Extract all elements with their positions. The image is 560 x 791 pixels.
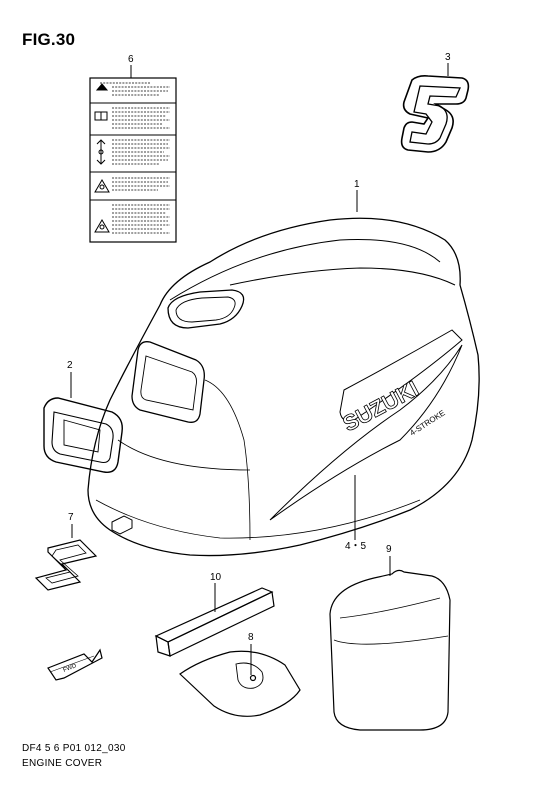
callout-1: 1 — [354, 179, 360, 190]
callout-8: 8 — [248, 632, 254, 643]
callout-9: 9 — [386, 544, 392, 555]
clip-part — [111, 515, 133, 535]
warning-label-part[interactable] — [89, 77, 177, 243]
callout-6: 6 — [128, 54, 134, 65]
footer-code: DF4 5 6 P01 012_030 — [22, 743, 126, 754]
footer-caption: ENGINE COVER — [22, 758, 103, 769]
arrow-updown-icon — [96, 139, 106, 165]
brand-logo-text: SUZUKI — [339, 376, 423, 437]
fwd-text: FWD — [63, 663, 79, 674]
fwd-arrow-icon: FWD — [47, 648, 103, 681]
model-text: 4-STROKE — [408, 408, 446, 437]
strip-part[interactable] — [154, 587, 275, 657]
s-emblem-part[interactable] — [34, 539, 98, 591]
callout-3: 3 — [445, 52, 451, 63]
hazard-icon — [94, 219, 110, 233]
parts-bag[interactable] — [179, 650, 301, 717]
grommet-part[interactable] — [43, 397, 123, 473]
warning-triangle-icon — [95, 83, 109, 91]
figure-title: FIG.30 — [22, 30, 76, 49]
hazard-icon — [94, 179, 110, 193]
storage-cover-part[interactable] — [329, 569, 451, 731]
number-decal-part[interactable] — [400, 75, 470, 153]
callout-4-5: 4・5 — [345, 541, 367, 552]
engine-cover-part[interactable] — [87, 217, 480, 557]
callout-7: 7 — [68, 512, 74, 523]
callout-2: 2 — [67, 360, 73, 371]
cover-decal: SUZUKI 4-STROKE — [269, 329, 463, 521]
callout-10: 10 — [210, 572, 222, 583]
